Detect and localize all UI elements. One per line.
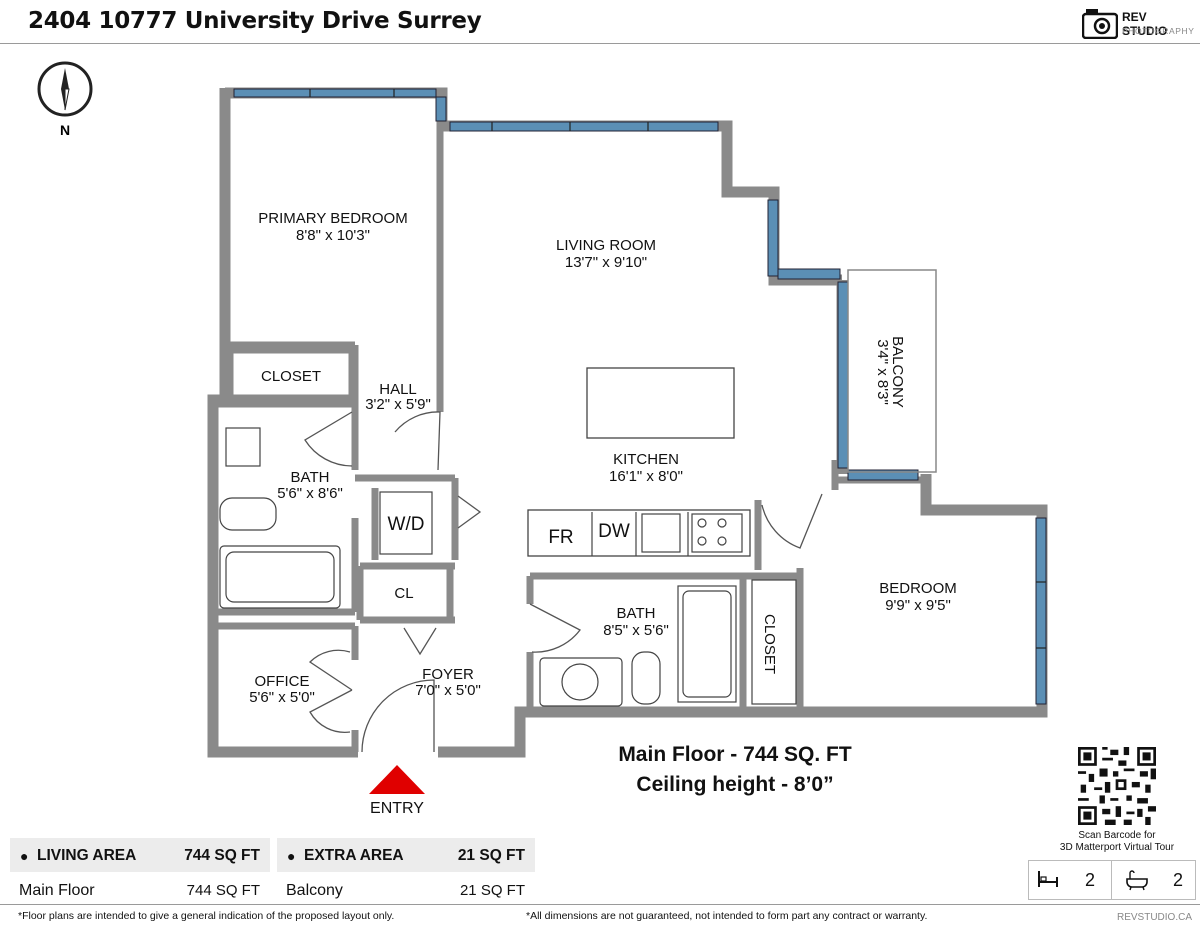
primary-bedroom-name: PRIMARY BEDROOM [258, 210, 407, 227]
office-name: OFFICE [255, 673, 310, 690]
page-title: 2404 10777 University Drive Surrey [28, 8, 482, 34]
interior-walls [216, 126, 926, 752]
bullet-icon: ● [287, 848, 296, 864]
fridge-label: FR [548, 527, 573, 548]
dishwasher-label: DW [598, 521, 630, 542]
bed-icon [1038, 871, 1058, 887]
floor-info-area: Main Floor - 744 SQ. FT [618, 743, 852, 766]
disclaimer-left: *Floor plans are intended to give a gene… [18, 910, 395, 922]
bedroom-dims: 9'9" x 9'5" [885, 597, 951, 614]
office-dims: 5'6" x 5'0" [249, 689, 315, 706]
living-room-name: LIVING ROOM [556, 237, 656, 254]
closet-primary-name: CLOSET [261, 368, 321, 385]
window-frames [309, 89, 1046, 649]
disclaimer-right: *All dimensions are not guaranteed, not … [526, 910, 928, 922]
kitchen-counter [527, 509, 751, 557]
living-area-header: ● LIVING AREA 744 SQ FT [10, 838, 270, 872]
logo-brand: REV STUDIO [1122, 10, 1168, 38]
bathroom-count: 2 [1173, 870, 1184, 890]
living-area-table: ● LIVING AREA 744 SQ FT Main Floor 744 S… [10, 838, 270, 904]
kitchen-island [586, 367, 735, 439]
balcony-dims: 3'4" x 8'3" [874, 339, 891, 405]
room-counts: 2 2 [1028, 860, 1196, 900]
qr-caption: Scan Barcode for 3D Matterport Virtual T… [1040, 830, 1194, 854]
bedroom-count: 2 [1085, 870, 1096, 890]
floor-info-ceiling: Ceiling height - 8’0” [636, 773, 834, 796]
logo-subtitle: PHOTOGRAPHY [1122, 26, 1195, 36]
camera-icon [1082, 9, 1118, 39]
entry-label: ENTRY [370, 800, 424, 817]
living-room-dims: 13'7" x 9'10" [565, 254, 647, 271]
bath-2-dims: 8'5" x 5'6" [603, 622, 669, 639]
qr-caption-line1: Scan Barcode for [1078, 830, 1156, 841]
primary-bedroom-dims: 8'8" x 10'3" [296, 227, 370, 244]
balcony-name: BALCONY [889, 336, 906, 408]
kitchen-dims: 16'1" x 8'0" [609, 468, 683, 485]
washer-dryer-label: W/D [388, 514, 425, 535]
extra-area-row: Balcony 21 SQ FT [277, 878, 535, 904]
windows [233, 88, 1047, 705]
cl-label: CL [394, 585, 413, 602]
qr-caption-line2: 3D Matterport Virtual Tour [1059, 842, 1175, 853]
rev-studio-logo: REV STUDIO PHOTOGRAPHY [1082, 7, 1194, 39]
compass-icon: N [37, 61, 93, 138]
main-floor-value: 744 SQ FT [186, 882, 260, 899]
footer-divider [0, 904, 1200, 905]
bedroom-name: BEDROOM [879, 580, 957, 597]
balcony-value: 21 SQ FT [459, 882, 525, 899]
site-url[interactable]: REVSTUDIO.CA [1116, 912, 1192, 923]
kitchen-fixtures [591, 512, 743, 556]
floor-info: Main Floor - 744 SQ. FT Ceiling height -… [560, 740, 910, 800]
bath-1-name: BATH [291, 469, 330, 486]
bath-1-dims: 5'6" x 8'6" [277, 485, 343, 502]
main-floor-label: Main Floor [19, 882, 95, 899]
door-swings [304, 411, 823, 753]
extra-area-header: ● EXTRA AREA 21 SQ FT [277, 838, 535, 872]
header-divider [0, 43, 1200, 44]
bath-2-name: BATH [617, 605, 656, 622]
qr-code-icon[interactable] [1078, 747, 1156, 825]
bath-fixtures [219, 427, 797, 707]
entry-arrow-icon [369, 765, 425, 794]
hall-name: HALL [379, 381, 417, 398]
closet-2-name: CLOSET [761, 614, 778, 674]
hall-dims: 3'2" x 5'9" [365, 396, 431, 413]
bullet-icon: ● [20, 848, 29, 864]
foyer-dims: 7'0" x 5'0" [415, 682, 481, 699]
living-area-value: 744 SQ FT [184, 847, 260, 864]
living-area-row: Main Floor 744 SQ FT [10, 878, 270, 904]
bathtub-icon [1126, 870, 1148, 891]
extra-area-table: ● EXTRA AREA 21 SQ FT Balcony 21 SQ FT [277, 838, 535, 904]
balcony-label: Balcony [286, 882, 343, 899]
compass-label: N [60, 122, 70, 138]
kitchen-name: KITCHEN [613, 451, 679, 468]
living-area-label: LIVING AREA [37, 847, 137, 864]
extra-area-value: 21 SQ FT [457, 847, 525, 864]
balcony-outline [847, 269, 937, 473]
counts-divider [1111, 861, 1112, 899]
foyer-name: FOYER [422, 666, 474, 683]
extra-area-label: EXTRA AREA [304, 847, 404, 864]
